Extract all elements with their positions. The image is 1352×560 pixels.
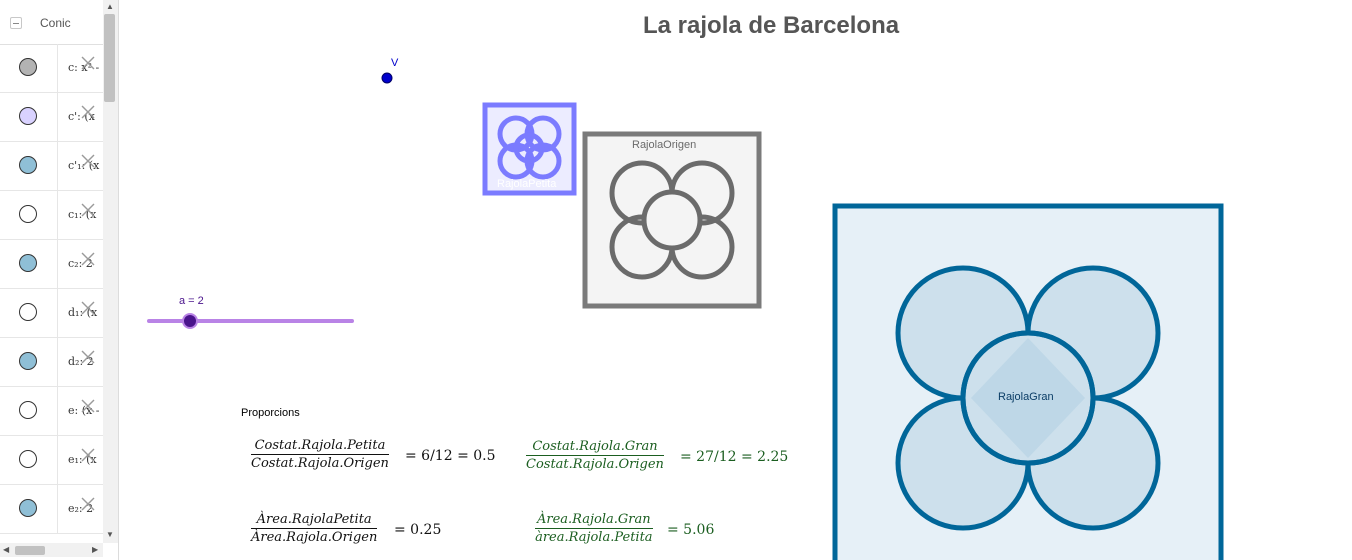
tile-big-label: RajolaGran — [998, 391, 1054, 403]
collapse-icon[interactable] — [10, 17, 22, 29]
visibility-toggle[interactable] — [19, 401, 37, 419]
formula-4-result: = 5.06 — [667, 522, 715, 538]
visibility-toggle[interactable] — [19, 107, 37, 125]
algebra-definition[interactable]: c': (x — [68, 110, 95, 123]
algebra-row-e1[interactable]: e₁: (x — [0, 436, 103, 485]
visibility-toggle[interactable] — [19, 156, 37, 174]
formula-3-result: = 0.25 — [394, 522, 442, 538]
horizontal-scroll-thumb[interactable] — [15, 546, 45, 555]
algebra-row-e[interactable]: e: (x - — [0, 387, 103, 436]
row-divider — [57, 93, 58, 141]
vertical-scrollbar[interactable] — [103, 0, 118, 543]
row-divider — [57, 485, 58, 533]
tile-small-label: RajolaPetita — [497, 178, 557, 190]
tile-big[interactable] — [832, 203, 1224, 560]
delete-icon[interactable] — [80, 202, 96, 218]
formula-3-denominator: Àrea.Rajola.Origen — [251, 530, 378, 545]
point-v-label: V — [391, 57, 399, 69]
visibility-toggle[interactable] — [19, 352, 37, 370]
delete-icon[interactable] — [80, 251, 96, 267]
row-divider — [57, 44, 58, 92]
scroll-down-icon[interactable]: ▼ — [106, 530, 114, 539]
formula-area-small: Àrea.RajolaPetita Àrea.Rajola.Origen — [251, 512, 378, 545]
tile-origin-label: RajolaOrigen — [632, 139, 697, 151]
scroll-right-icon[interactable]: ▶ — [92, 545, 99, 554]
visibility-toggle[interactable] — [19, 254, 37, 272]
vertical-scroll-thumb[interactable] — [104, 14, 115, 102]
algebra-row-d2[interactable]: d₂: 2 — [0, 338, 103, 387]
formula-4-numerator: Àrea.Rajola.Gran — [535, 512, 653, 529]
visibility-toggle[interactable] — [19, 58, 37, 76]
delete-icon[interactable] — [80, 349, 96, 365]
formula-4-denominator: àrea.Rajola.Petita — [535, 530, 653, 545]
scroll-left-icon[interactable]: ◀ — [3, 545, 10, 554]
row-divider — [57, 338, 58, 386]
visibility-toggle[interactable] — [19, 205, 37, 223]
formula-3-numerator: Àrea.RajolaPetita — [251, 512, 378, 529]
page-title: La rajola de Barcelona — [643, 12, 900, 39]
formula-2-denominator: Costat.Rajola.Origen — [526, 457, 664, 472]
row-divider — [57, 387, 58, 435]
algebra-row-c-prime[interactable]: c': (x — [0, 93, 103, 142]
visibility-toggle[interactable] — [19, 499, 37, 517]
tile-origin[interactable] — [582, 131, 762, 309]
formula-side-big: Costat.Rajola.Gran Costat.Rajola.Origen — [526, 439, 664, 472]
formula-area-big: Àrea.Rajola.Gran àrea.Rajola.Petita — [535, 512, 653, 545]
group-title: Conic — [40, 16, 71, 30]
scroll-up-icon[interactable]: ▲ — [106, 2, 114, 11]
slider-label: a = 2 — [179, 295, 204, 307]
visibility-toggle[interactable] — [19, 303, 37, 321]
delete-icon[interactable] — [80, 55, 96, 71]
algebra-row-c1[interactable]: c₁: (x — [0, 191, 103, 240]
algebra-group-header[interactable]: Conic — [0, 0, 103, 45]
row-divider — [57, 289, 58, 337]
visibility-toggle[interactable] — [19, 450, 37, 468]
row-divider — [57, 436, 58, 484]
row-divider — [57, 240, 58, 288]
algebra-row-c2[interactable]: c₂: 2 — [0, 240, 103, 289]
point-v[interactable] — [381, 72, 393, 84]
graphics-view[interactable]: La rajola de Barcelona V a = 2 RajolaPet… — [123, 0, 1352, 560]
algebra-row-d1[interactable]: d₁: (x — [0, 289, 103, 338]
formula-side-small-num-den: Costat.Rajola.Petita Costat.Rajola.Orige… — [251, 438, 389, 471]
delete-icon[interactable] — [80, 104, 96, 120]
formula-1-numerator: Costat.Rajola.Petita — [251, 438, 389, 455]
formula-2-numerator: Costat.Rajola.Gran — [526, 439, 664, 456]
delete-icon[interactable] — [80, 153, 96, 169]
row-divider — [57, 191, 58, 239]
row-divider — [57, 142, 58, 190]
delete-icon[interactable] — [80, 300, 96, 316]
algebra-row-c[interactable]: c: x² - — [0, 44, 103, 93]
delete-icon[interactable] — [80, 398, 96, 414]
proportions-heading: Proporcions — [241, 407, 300, 419]
tile-small[interactable] — [482, 102, 577, 196]
delete-icon[interactable] — [80, 496, 96, 512]
delete-icon[interactable] — [80, 447, 96, 463]
algebra-row-e2[interactable]: e₂: 2 — [0, 485, 103, 534]
graphics-canvas[interactable] — [123, 0, 1352, 560]
formula-1-denominator: Costat.Rajola.Origen — [251, 456, 389, 471]
algebra-row-c-prime-1[interactable]: c'₁: (x — [0, 142, 103, 191]
formula-1-result: = 6/12 = 0.5 — [405, 448, 496, 464]
formula-2-result: = 27/12 = 2.25 — [680, 449, 789, 465]
slider-handle[interactable] — [182, 313, 198, 329]
